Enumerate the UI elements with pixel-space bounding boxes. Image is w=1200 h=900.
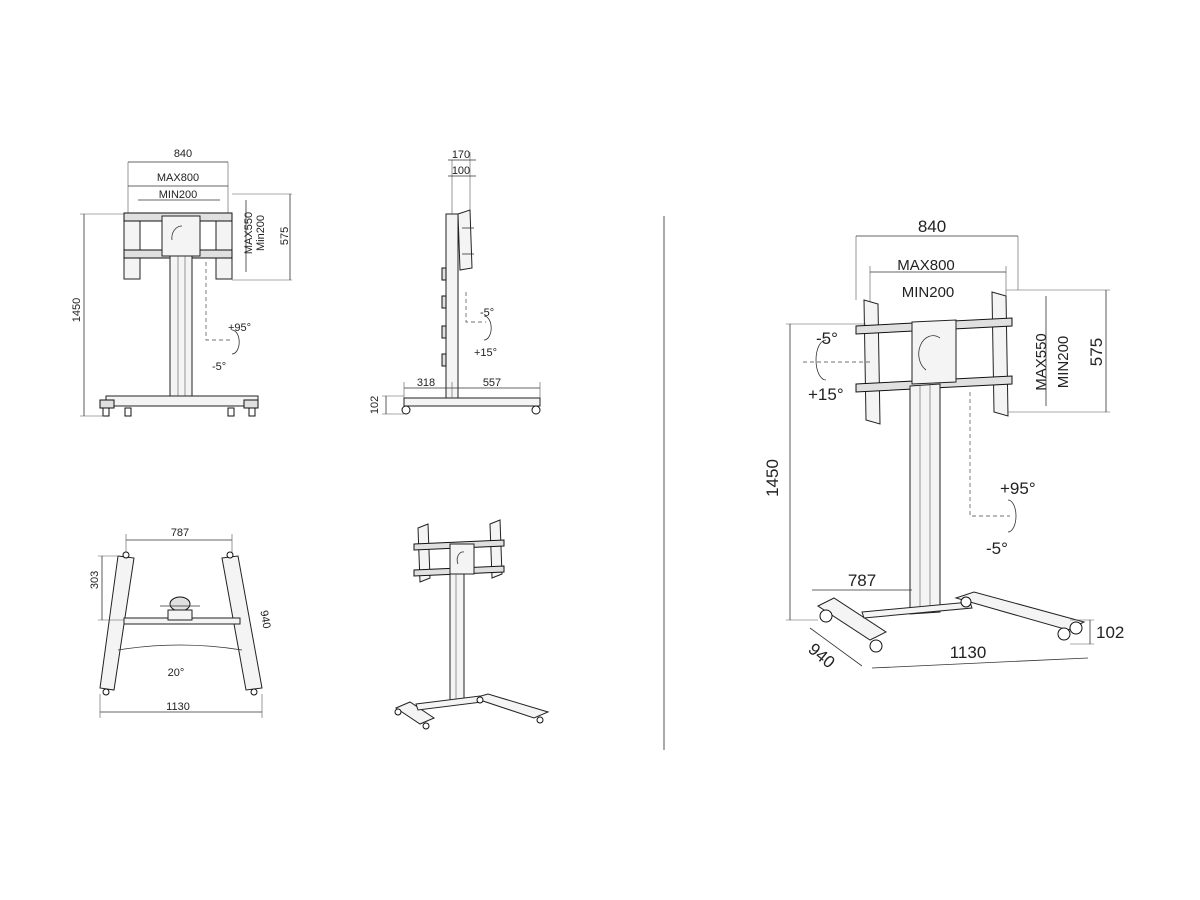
top-view: 787 303 940 20° 1130 — [89, 527, 272, 718]
front-575-label: 575 — [279, 227, 291, 245]
small-iso-view — [394, 519, 550, 730]
iso-tilt-back-label: -5° — [816, 329, 838, 348]
side-100-label: 100 — [452, 165, 470, 177]
front-right-vesa-arm — [215, 212, 233, 280]
iso-small-plate — [449, 543, 475, 575]
iso-787-label: 787 — [848, 571, 876, 590]
iso-crossbar — [861, 601, 973, 619]
iso-caster — [819, 609, 833, 623]
side-tilt-forward-label: +15° — [474, 347, 497, 359]
front-max800-label: MAX800 — [157, 172, 199, 184]
iso-small-right-arm — [489, 519, 503, 579]
iso-575-label: 575 — [1087, 338, 1106, 366]
top-940-label: 940 — [257, 609, 272, 629]
iso-small-column — [449, 573, 465, 705]
iso-min200-label: MIN200 — [902, 284, 955, 301]
front-min200-label: MIN200 — [159, 189, 198, 201]
iso-min200-vertical-label: MIN200 — [1055, 336, 1072, 389]
top-angle-label: 20° — [168, 667, 185, 679]
iso-right-vesa-arm — [991, 291, 1009, 417]
side-caster — [401, 405, 411, 415]
front-1450-label: 1450 — [71, 298, 83, 322]
iso-940-label: 940 — [805, 639, 839, 672]
side-tilt-back-label: -5° — [480, 307, 494, 319]
side-170-label: 170 — [452, 149, 470, 161]
iso-small-right-foot — [472, 693, 550, 719]
iso-mount-plate — [911, 319, 957, 385]
large-iso-view: 840 MAX800 MIN200 -5° +15° — [763, 217, 1124, 672]
iso-tilt-forward-label: +15° — [808, 385, 844, 404]
side-view: 170 100 -5° +15° 318 557 102 — [369, 149, 541, 415]
side-monitor-panel — [457, 209, 473, 271]
front-base — [105, 395, 259, 407]
iso-small-left-arm — [417, 523, 431, 583]
front-view: 840 MAX800 MIN200 575 MAX550 Min200 — [71, 148, 292, 417]
iso-right-foot — [954, 591, 1086, 631]
top-787-label: 787 — [171, 527, 189, 539]
side-base — [403, 397, 541, 407]
top-1130-label: 1130 — [166, 701, 190, 713]
front-column — [169, 255, 193, 403]
iso-102-label: 102 — [1096, 623, 1124, 642]
iso-column — [909, 383, 941, 615]
side-column — [445, 213, 459, 401]
iso-max800-label: MAX800 — [897, 257, 955, 274]
iso-1450-label: 1450 — [763, 459, 782, 497]
top-303-label: 303 — [89, 571, 101, 589]
front-mount-plate — [161, 215, 201, 257]
front-tilt-up-label: +95° — [228, 322, 251, 334]
top-left-leg — [99, 555, 135, 691]
top-column-cap — [169, 596, 191, 612]
iso-swivel-up-label: +95° — [1000, 479, 1036, 498]
iso-max550-label: MAX550 — [1033, 333, 1050, 391]
front-max550-label: MAX550 — [243, 212, 255, 254]
front-width-840-label: 840 — [174, 148, 192, 160]
side-318-label: 318 — [417, 377, 435, 389]
front-min200-vertical-label: Min200 — [255, 215, 267, 251]
front-left-vesa-arm — [123, 212, 141, 280]
iso-swivel-down-label: -5° — [986, 539, 1008, 558]
iso-840-label: 840 — [918, 217, 946, 236]
front-tilt-down-label: -5° — [212, 361, 226, 373]
side-102-label: 102 — [369, 396, 381, 414]
iso-left-foot — [816, 597, 888, 641]
side-557-label: 557 — [483, 377, 501, 389]
iso-1130-label: 1130 — [950, 643, 987, 662]
iso-small-left-foot — [394, 701, 436, 725]
front-caster — [102, 407, 110, 417]
